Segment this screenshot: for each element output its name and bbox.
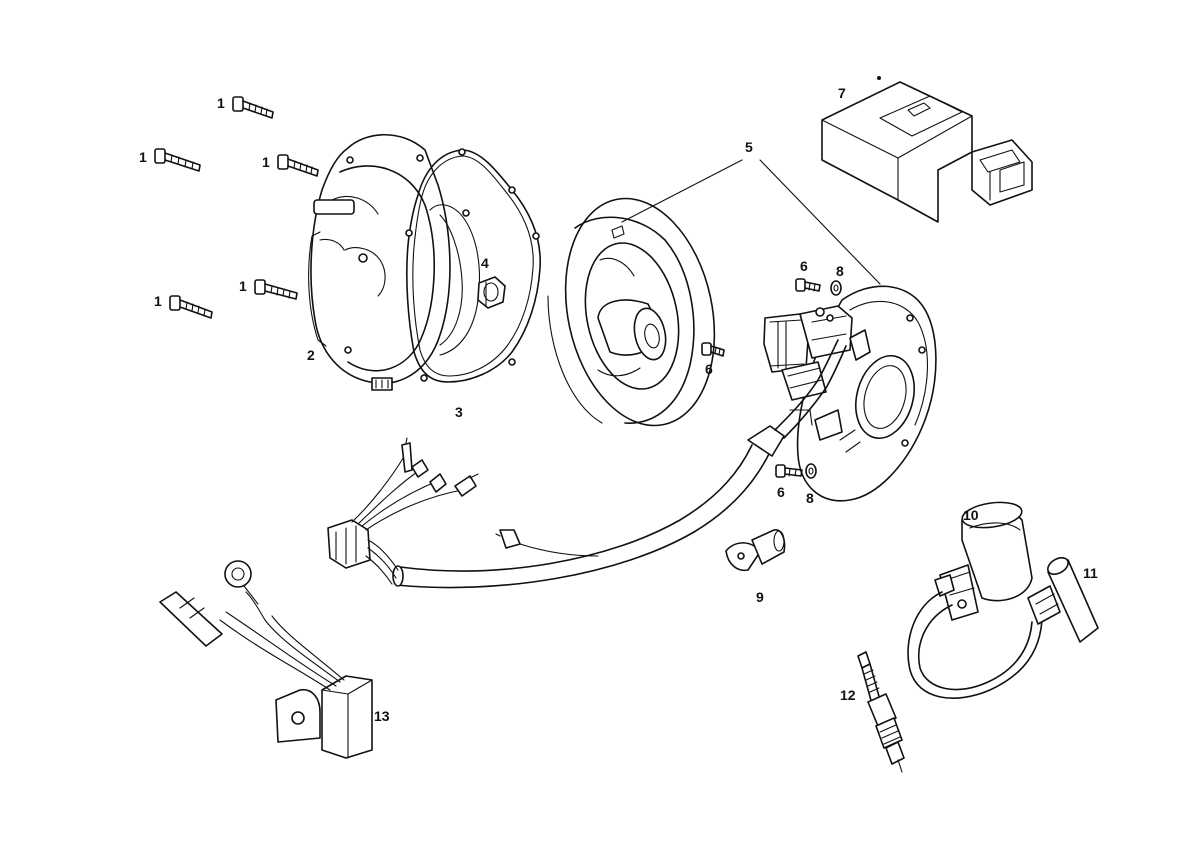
screw-1-c — [277, 154, 319, 177]
label-12: 12 — [840, 687, 856, 703]
stator-wiring-harness — [392, 339, 847, 589]
label-1-e: 1 — [154, 293, 162, 309]
label-11: 11 — [1083, 565, 1098, 581]
label-7: 7 — [838, 85, 846, 101]
label-1-c: 1 — [262, 154, 270, 170]
spark-plug — [857, 651, 905, 773]
washer-8-lower — [805, 463, 817, 479]
stator-plate — [763, 285, 937, 502]
screw-1-b — [154, 148, 201, 172]
woodruff-key — [725, 529, 786, 572]
voltage-regulator — [159, 560, 373, 759]
hv-lead — [907, 591, 1043, 699]
washer-8-upper — [830, 280, 842, 296]
label-10: 10 — [963, 507, 979, 523]
harness-connector — [327, 437, 479, 585]
label-1-b: 1 — [139, 149, 147, 165]
label-1-d: 1 — [239, 278, 247, 294]
spark-plug-cap — [1027, 557, 1099, 643]
leader-line-5-stator — [759, 159, 881, 285]
label-6-middle: 6 — [705, 361, 713, 377]
label-8-upper: 8 — [836, 263, 844, 279]
label-9: 9 — [756, 589, 764, 605]
label-8-lower: 8 — [806, 490, 814, 506]
label-6-lower: 6 — [777, 484, 785, 500]
screw-6-upper — [795, 278, 821, 292]
flywheel-nut — [477, 276, 506, 309]
screw-6-middle — [701, 342, 725, 357]
screw-1-e — [169, 295, 213, 319]
ignition-coil — [934, 501, 1033, 621]
cdi-unit — [821, 76, 1033, 223]
screw-1-a — [232, 96, 274, 119]
label-2: 2 — [307, 347, 315, 363]
leader-line-5-rotor — [621, 159, 743, 223]
flywheel-cover — [308, 133, 451, 391]
label-3: 3 — [455, 404, 463, 420]
screw-6-lower — [775, 464, 803, 478]
label-13: 13 — [374, 708, 390, 724]
label-6-upper: 6 — [800, 258, 808, 274]
label-4: 4 — [481, 255, 489, 271]
flywheel-rotor — [547, 197, 716, 427]
screw-1-d — [254, 279, 298, 300]
cover-gasket — [405, 148, 541, 383]
label-5: 5 — [745, 139, 753, 155]
label-1-a: 1 — [217, 95, 225, 111]
